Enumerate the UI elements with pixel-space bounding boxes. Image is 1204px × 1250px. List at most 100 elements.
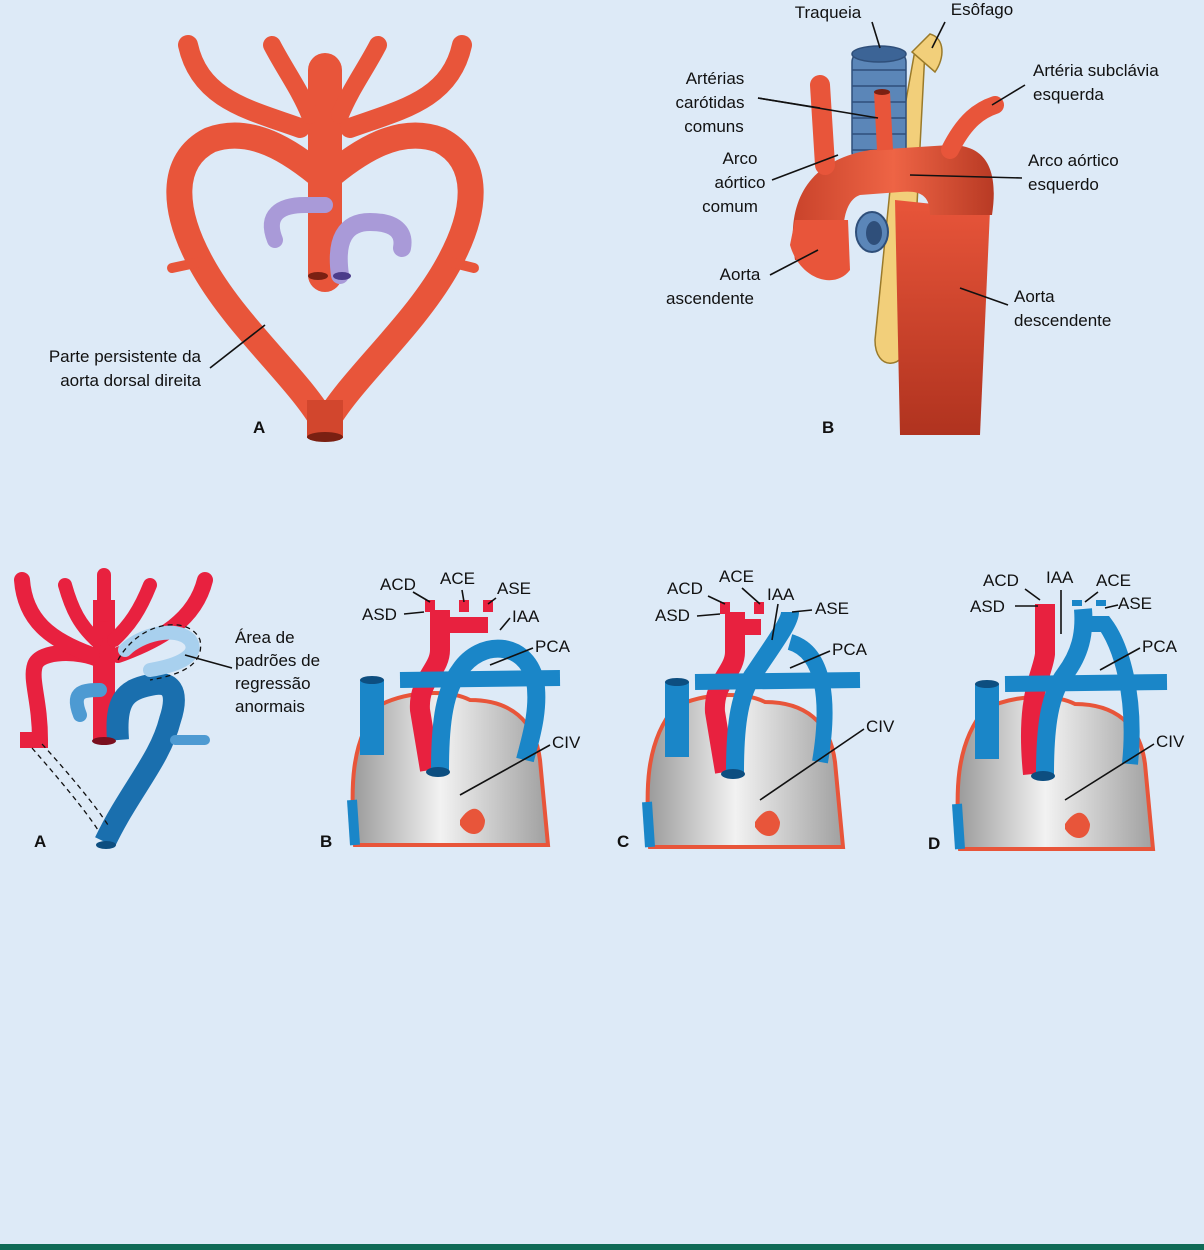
- label-c-ase: ASE: [815, 599, 849, 618]
- label-subclavian-2: esquerda: [1033, 85, 1104, 104]
- pulmonary-ring-inner: [866, 221, 882, 245]
- label-ascending-2: ascendente: [666, 289, 754, 308]
- ivc-c: [642, 801, 655, 848]
- dashed-outline-arch: [117, 624, 202, 681]
- pulmonary-right: [329, 212, 412, 284]
- left-carotid: [874, 91, 893, 151]
- bottom-panel-c: [642, 602, 861, 849]
- pulmonary-left: [263, 197, 333, 248]
- pulmonary-opening: [333, 272, 351, 280]
- pulmonary-d-branch: [1004, 674, 1168, 692]
- bottom-panel-d: [952, 600, 1168, 851]
- light-blue-arch: [118, 625, 200, 677]
- red-branch-2: [58, 578, 103, 647]
- pulmonary-c-branch: [694, 672, 861, 690]
- trunk-opening: [308, 272, 328, 280]
- label-left-arch-2: esquerdo: [1028, 175, 1099, 194]
- label-d-ace: ACE: [1096, 571, 1131, 590]
- label-b-civ: CIV: [552, 733, 581, 752]
- pulmonary-c-opening: [721, 769, 745, 779]
- label-descending-1: Aorta: [1014, 287, 1055, 306]
- ivc-b: [347, 799, 360, 846]
- label-d-civ: CIV: [1156, 732, 1185, 751]
- label-ascending-1: Aorta: [720, 265, 761, 284]
- branch-left-inner: [263, 36, 319, 124]
- bottom-a-opening: [96, 841, 116, 849]
- red-branch-1: [14, 572, 100, 663]
- left-carotid-opening: [874, 89, 890, 95]
- label-b-asd: ASD: [362, 605, 397, 624]
- label-carotids-3: comuns: [684, 117, 744, 136]
- leader-trachea: [871, 21, 881, 49]
- left-subclavian: [941, 96, 1004, 159]
- label-common-arch-1: Arco: [723, 149, 758, 168]
- label-d-iaa: IAA: [1046, 568, 1074, 587]
- branch-left-outer: [178, 35, 310, 138]
- svc-d-top: [975, 680, 999, 688]
- label-area-4: anormais: [235, 697, 305, 716]
- label-left-arch-1: Arco aórtico: [1028, 151, 1119, 170]
- pulmonary-b-opening: [426, 767, 450, 777]
- label-carotids-2: carótidas: [676, 93, 745, 112]
- label-persistent-line1: Parte persistente da: [49, 347, 202, 366]
- dorsal-aorta-opening: [307, 432, 343, 442]
- label-b-pca: PCA: [535, 637, 571, 656]
- leader-subclavian: [991, 84, 1026, 106]
- letter-bottom-a: A: [34, 832, 46, 851]
- label-d-ase: ASE: [1118, 594, 1152, 613]
- pulmonary-c-arch: [787, 634, 833, 764]
- vsd-b: [460, 808, 485, 835]
- label-b-ase: ASE: [497, 579, 531, 598]
- label-b-ace: ACE: [440, 569, 475, 588]
- red-branch-4: [107, 578, 157, 647]
- pulmonary-d-opening: [1031, 771, 1055, 781]
- label-c-asd: ASD: [655, 606, 690, 625]
- descending-aorta: [895, 200, 990, 435]
- blue-left-arch: [69, 683, 107, 722]
- leader-area: [184, 654, 233, 669]
- label-common-arch-2: aórtico: [714, 173, 765, 192]
- label-persistent-line2: aorta dorsal direita: [60, 371, 201, 390]
- svc-c-top: [665, 678, 689, 686]
- leader-left-arch: [909, 174, 1023, 179]
- blue-descending: [95, 672, 185, 847]
- label-c-pca: PCA: [832, 640, 868, 659]
- pulmonary-d-branches: [1072, 600, 1106, 606]
- label-area-3: regressão: [235, 674, 311, 693]
- labels-bottom-b: ACD ACE ASE ASD IAA PCA CIV B: [320, 569, 581, 851]
- label-trachea: Traqueia: [795, 3, 862, 22]
- leader-carotid-2: [757, 97, 879, 119]
- stub-right: [445, 257, 479, 273]
- label-area-1: Área de: [235, 628, 295, 647]
- pulmonary-b-branch: [399, 670, 561, 688]
- branch-right-inner: [331, 36, 387, 124]
- label-esophagus: Esôfago: [951, 0, 1013, 19]
- label-c-ace: ACE: [719, 567, 754, 586]
- vsd-c: [755, 810, 780, 837]
- labels-bottom-d: ACD ACE ASE ASD IAA PCA CIV D: [928, 568, 1185, 853]
- label-d-pca: PCA: [1142, 637, 1178, 656]
- leader-ascending: [769, 249, 819, 276]
- label-carotids-1: Artérias: [686, 69, 745, 88]
- label-c-civ: CIV: [866, 717, 895, 736]
- letter-bottom-c: C: [617, 832, 629, 851]
- leader-esophagus: [931, 21, 946, 49]
- stub-left: [167, 257, 205, 273]
- vsd-d: [1065, 812, 1090, 839]
- top-panel-a: Parte persistente da aorta dorsal direit…: [49, 35, 484, 442]
- leader-descending: [959, 287, 1009, 306]
- bottom-panel-a: Área de padrões de regressão anormais A: [14, 568, 320, 851]
- ivc-d: [952, 803, 965, 850]
- trachea-opening: [851, 45, 907, 63]
- leader-common-arch: [771, 154, 839, 181]
- label-descending-2: descendente: [1014, 311, 1111, 330]
- pulmonary-d: [1036, 608, 1093, 775]
- label-area-2: padrões de: [235, 651, 320, 670]
- letter-top-b: B: [822, 418, 834, 437]
- label-b-acd: ACD: [380, 575, 416, 594]
- label-common-arch-3: comum: [702, 197, 758, 216]
- bottom-a-trunk-openings: [92, 737, 116, 745]
- pulmonary-d-arch: [1077, 616, 1140, 765]
- bottom-panel-b: [347, 600, 561, 847]
